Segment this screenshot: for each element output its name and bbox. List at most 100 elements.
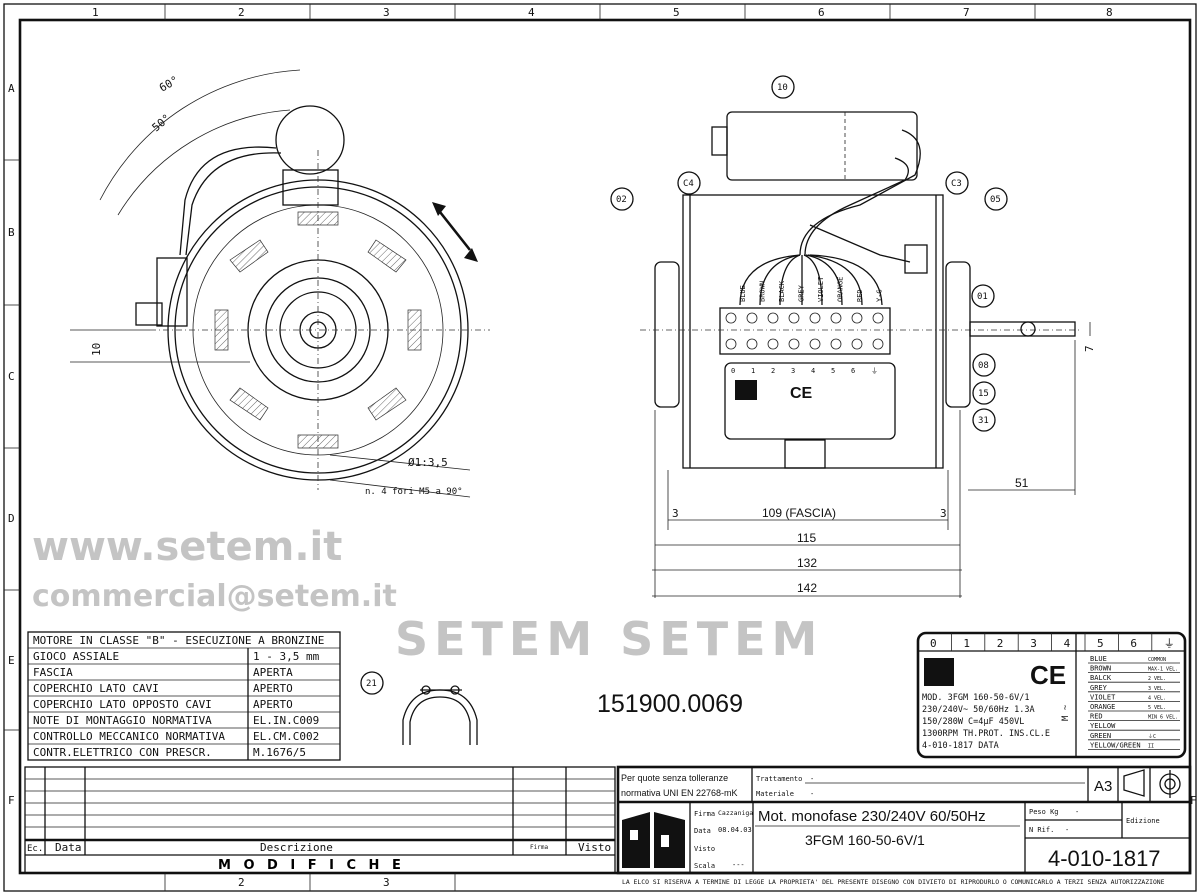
- wire-color: BROWN: [1090, 665, 1111, 673]
- trattamento-value: -: [810, 775, 814, 783]
- wire-function: 5 VEL.: [1148, 705, 1166, 711]
- bracket-detail: [402, 685, 478, 745]
- angle-60-label: 60°: [157, 73, 181, 94]
- rev-header-firma: Firma: [530, 844, 548, 851]
- col-label: 5: [673, 6, 680, 19]
- terminal-screw: [788, 312, 800, 324]
- visto-label: Visto: [694, 845, 715, 853]
- row-label: B: [8, 226, 15, 239]
- spec-row-value: EL.CM.C002: [253, 730, 319, 743]
- tolerance-note-1: Per quote senza tolleranze: [621, 773, 728, 783]
- row-label: E: [8, 654, 15, 667]
- elco-logo: [622, 812, 685, 868]
- terminal-number: 0: [731, 367, 735, 375]
- balloon: [972, 353, 996, 377]
- wire-label: Y-G: [876, 289, 884, 302]
- balloon-label: 31: [978, 416, 989, 426]
- spec-row-label: NOTE DI MONTAGGIO NORMATIVA: [33, 714, 212, 727]
- firma-value: Cazzaniga: [718, 809, 753, 817]
- data-value: 08.04.03: [718, 826, 752, 834]
- spec-row-label: COPERCHIO LATO CAVI: [33, 682, 159, 695]
- balloon-label: 10: [777, 83, 788, 93]
- part-number: 151900.0069: [597, 690, 743, 718]
- balloon-label: 01: [977, 292, 988, 302]
- nameplate-terminal: ⏚: [1164, 637, 1175, 650]
- wire-color: VIOLET: [1090, 693, 1116, 701]
- wire-function: 2 VEL.: [1148, 676, 1166, 682]
- nameplate-line: 150/280W C=4µF 450VL: [922, 717, 1024, 727]
- terminal-screw: [725, 338, 737, 350]
- sheet-format: A3: [1094, 778, 1112, 795]
- balloon: [972, 381, 996, 405]
- wire-label: ORANGE: [837, 277, 845, 302]
- balloon-label: 08: [978, 361, 989, 371]
- materiale-label: Materiale: [756, 790, 794, 798]
- rev-header-descrizione: Descrizione: [260, 841, 333, 854]
- terminal-block: [719, 307, 891, 355]
- firma-label: Firma: [694, 810, 715, 818]
- dim-3-left: 3: [672, 507, 679, 520]
- row-label: D: [8, 512, 15, 525]
- row-label: F: [1190, 794, 1197, 807]
- terminal-screw: [830, 338, 842, 350]
- watermark-url: www.setem.it: [32, 524, 342, 570]
- rating-label-plate: [724, 362, 896, 440]
- wire-color: GREY: [1090, 684, 1108, 692]
- col-label: 2: [238, 6, 245, 19]
- drawing-description: Mot. monofase 230/240V 60/50Hz: [758, 808, 986, 825]
- wire-color: GREEN: [1090, 732, 1111, 740]
- col-label: 6: [818, 6, 825, 19]
- balloon: [771, 75, 795, 99]
- nameplate-terminal: 2: [997, 637, 1004, 650]
- watermark-brand: SETEM SETEM: [395, 612, 823, 666]
- nameplate-terminal: 0: [930, 637, 937, 650]
- elco-logo-small: [924, 658, 954, 686]
- rotation-arrow-icon: [438, 211, 472, 251]
- spec-table: MOTORE IN CLASSE "B" - ESECUZIONE A BRON…: [27, 631, 341, 761]
- balloon-label: 15: [978, 389, 989, 399]
- col-label: 3: [383, 876, 390, 889]
- balloon: [945, 171, 969, 195]
- holes-note: n. 4 fori M5 a 90°: [365, 487, 463, 497]
- scala-label: Scala: [694, 862, 715, 870]
- rif-label: N Rif.: [1029, 826, 1054, 834]
- terminal-screw: [767, 312, 779, 324]
- motor-front-view: 60° 50° 10 Ø1:3,5 n. 4 fori M5 a 90°: [70, 69, 490, 498]
- spec-row-value: 1 - 3,5 mm: [253, 650, 320, 663]
- dim-115: 115: [797, 531, 816, 545]
- watermark: www.setem.it commercial@setem.it SETEM S…: [32, 524, 823, 666]
- ce-mark-small: CE: [790, 385, 813, 402]
- terminal-screw: [788, 338, 800, 350]
- wire-function: II: [1148, 743, 1154, 749]
- spec-row-label: GIOCO ASSIALE: [33, 650, 119, 663]
- balloon-label: 02: [616, 195, 627, 205]
- wire-color: RED: [1090, 713, 1103, 721]
- edizione-label: Edizione: [1126, 817, 1160, 825]
- wire-function: 3 VEL.: [1148, 686, 1166, 692]
- terminal-number: 1: [751, 367, 755, 375]
- dim-51: 51: [1015, 476, 1029, 490]
- col-label: 3: [383, 6, 390, 19]
- terminal-screw: [767, 338, 779, 350]
- wire-function: COMMON: [1148, 657, 1166, 663]
- wire-label: VIOLET: [817, 276, 825, 302]
- rev-header-ec: Ec.: [27, 844, 43, 854]
- balloon: [971, 284, 995, 308]
- terminal-screw: [830, 312, 842, 324]
- col-label: 2: [238, 876, 245, 889]
- data-label: Data: [694, 827, 711, 835]
- shaft: [969, 321, 1076, 337]
- terminal-number: 6: [851, 367, 855, 375]
- wire-color: ORANGE: [1090, 703, 1115, 711]
- terminal-screw: [872, 338, 884, 350]
- spec-row-value: EL.IN.C009: [253, 714, 319, 727]
- title-block: Per quote senza tolleranze normativa UNI…: [616, 765, 1192, 886]
- wire-color: BALCK: [1090, 674, 1112, 682]
- terminal-number: 3: [791, 367, 795, 375]
- balloon: [972, 408, 996, 432]
- dim-142: 142: [797, 581, 817, 595]
- peso-value: -: [1075, 808, 1079, 816]
